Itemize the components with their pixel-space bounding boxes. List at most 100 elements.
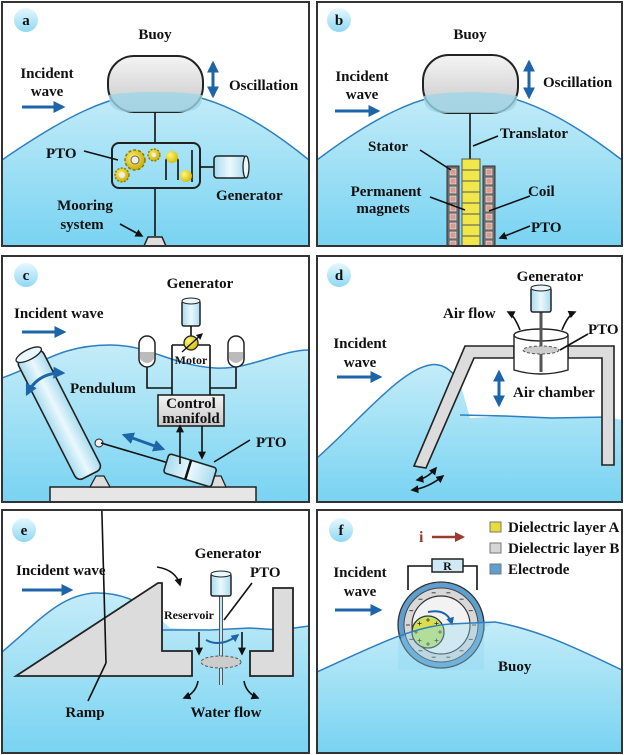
label-wave: wave: [344, 355, 377, 371]
magnet-segment: [461, 169, 481, 182]
label-incident: Incident: [20, 66, 73, 82]
panel-d: Generator Air flow PTO Incident wave Air…: [316, 255, 623, 503]
coil-square: [485, 240, 493, 246]
panel-tag-a: [14, 8, 38, 32]
mooring-anchor: [143, 236, 167, 246]
label-ramp: Ramp: [65, 705, 104, 721]
label-incident: Incident: [333, 565, 386, 581]
coil-square: [449, 231, 457, 239]
label-magnets: magnets: [356, 201, 409, 217]
panel-tag-c-label: c: [23, 268, 30, 284]
label-pto: PTO: [588, 322, 619, 338]
label-incident-wave: Incident wave: [14, 306, 104, 322]
legend-item: Dielectric layer B: [489, 541, 619, 557]
label-wave: wave: [31, 84, 64, 100]
coil-square: [485, 177, 493, 185]
label-pto: PTO: [46, 146, 77, 162]
charge-plus-marks: [414, 618, 442, 646]
label-manifold: manifold: [162, 411, 220, 427]
label-pendulum: Pendulum: [70, 381, 136, 397]
label-water-flow: Water flow: [191, 705, 262, 721]
panel-tag-c: [14, 263, 38, 287]
generator-icon: [210, 570, 232, 597]
panel-e: Generator Incident wave PTO Reservoir Ra…: [1, 509, 310, 754]
label-wave: wave: [344, 584, 377, 600]
generator-icon: [181, 297, 201, 327]
label-oscillation: Oscillation: [229, 78, 299, 94]
generator-icon: [213, 155, 250, 179]
label-current: i: [419, 529, 424, 546]
label-generator: Generator: [216, 188, 283, 204]
legend-label: Dielectric layer A: [508, 520, 620, 536]
panel-tag-e-label: e: [21, 523, 28, 539]
gear-icon: [114, 148, 161, 183]
label-pto: PTO: [256, 435, 287, 451]
coil-square: [449, 186, 457, 194]
coil-square: [449, 222, 457, 230]
label-translator: Translator: [500, 126, 568, 142]
label-airflow: Air flow: [443, 306, 496, 322]
resistor: [431, 558, 464, 573]
accumulator-right: [227, 335, 245, 368]
panel-tag-f-label: f: [339, 523, 345, 539]
label-generator: Generator: [517, 269, 584, 285]
panel-tag-a-label: a: [22, 13, 30, 29]
pendulum-swing-arrow: [25, 366, 66, 397]
panel-c: Generator Incident wave Motor Pendulum C…: [1, 255, 310, 503]
charge-minus-marks: [406, 592, 476, 658]
magnet-segment: [461, 158, 481, 171]
label-buoy: Buoy: [138, 27, 172, 43]
water-f: [317, 622, 622, 753]
panel-tag-d: [327, 263, 351, 287]
label-oscillation: Oscillation: [543, 75, 613, 91]
water-a: [2, 92, 309, 246]
panel-tag-e: [12, 518, 36, 542]
panel-tag-d-label: d: [335, 268, 344, 284]
label-generator: Generator: [167, 276, 234, 292]
magnet-segment: [461, 191, 481, 204]
coil-square: [485, 231, 493, 239]
magnet-segment: [461, 235, 481, 246]
magnet-segment: [461, 213, 481, 226]
coil-square: [449, 168, 457, 176]
label-buoy: Buoy: [453, 27, 487, 43]
label-motor: Motor: [175, 353, 208, 367]
panel-b: Buoy Incident wave Oscillation Translato…: [316, 1, 623, 247]
panel-tag-f: [329, 518, 353, 542]
panel-f: i R Incident wave Buoy Dielectric layer …: [316, 509, 623, 754]
panel-tag-b-label: b: [335, 13, 343, 29]
label-generator: Generator: [195, 546, 262, 562]
permanent-magnets: [461, 158, 481, 246]
label-incident: Incident: [333, 336, 386, 352]
turbine-runner: [200, 655, 242, 669]
pto-box: [111, 142, 201, 189]
label-system: system: [60, 217, 104, 233]
label-incident: Incident: [335, 69, 388, 85]
label-pto: PTO: [250, 565, 281, 581]
base-platform: [49, 486, 257, 502]
coil-square: [485, 222, 493, 230]
coils: [449, 168, 493, 246]
label-mooring: Mooring: [57, 198, 113, 214]
coil-square: [485, 186, 493, 194]
coil-square: [449, 240, 457, 246]
label-resistor: R: [443, 559, 452, 573]
generator-icon: [530, 284, 552, 313]
motor-icon: [181, 333, 203, 353]
legend-item: Dielectric layer A: [489, 520, 620, 536]
legend-item: Electrode: [489, 562, 570, 578]
label-coil: Coil: [528, 184, 555, 200]
coil-square: [449, 177, 457, 185]
control-manifold: [157, 394, 225, 427]
label-permanent: Permanent: [351, 184, 422, 200]
panel-tag-b: [327, 8, 351, 32]
pto-motion-arrow: [121, 432, 166, 452]
legend: Dielectric layer A Dielectric layer B El…: [489, 520, 620, 578]
water-d: [317, 364, 622, 502]
panel-a: Buoy Incident wave Oscillation PTO Gener…: [1, 1, 310, 247]
coil-square: [449, 213, 457, 221]
magnet-segment: [461, 202, 481, 215]
magnet-segment: [461, 180, 481, 193]
label-stator: Stator: [368, 139, 408, 155]
